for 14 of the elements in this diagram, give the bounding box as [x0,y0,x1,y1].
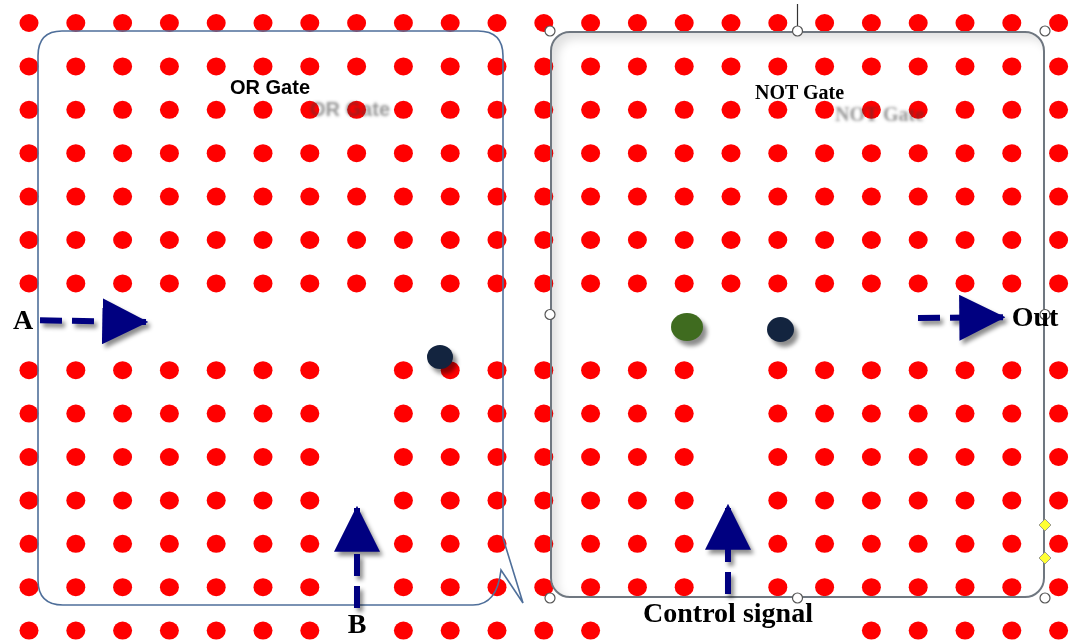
panel-title: NOT Gate [753,81,846,103]
dot [427,345,453,369]
arrow [705,503,751,594]
arrow [917,294,1006,341]
signal-label: Control signal [603,594,853,632]
panel-title: OR Gate [229,76,311,98]
arrow [334,505,380,608]
callout-panel [37,30,527,608]
signal-label: B [340,608,374,640]
arrow [39,298,149,345]
signal-label: Out [1003,298,1067,336]
dot [671,313,703,341]
dot [767,317,794,342]
signal-label: A [6,302,40,338]
